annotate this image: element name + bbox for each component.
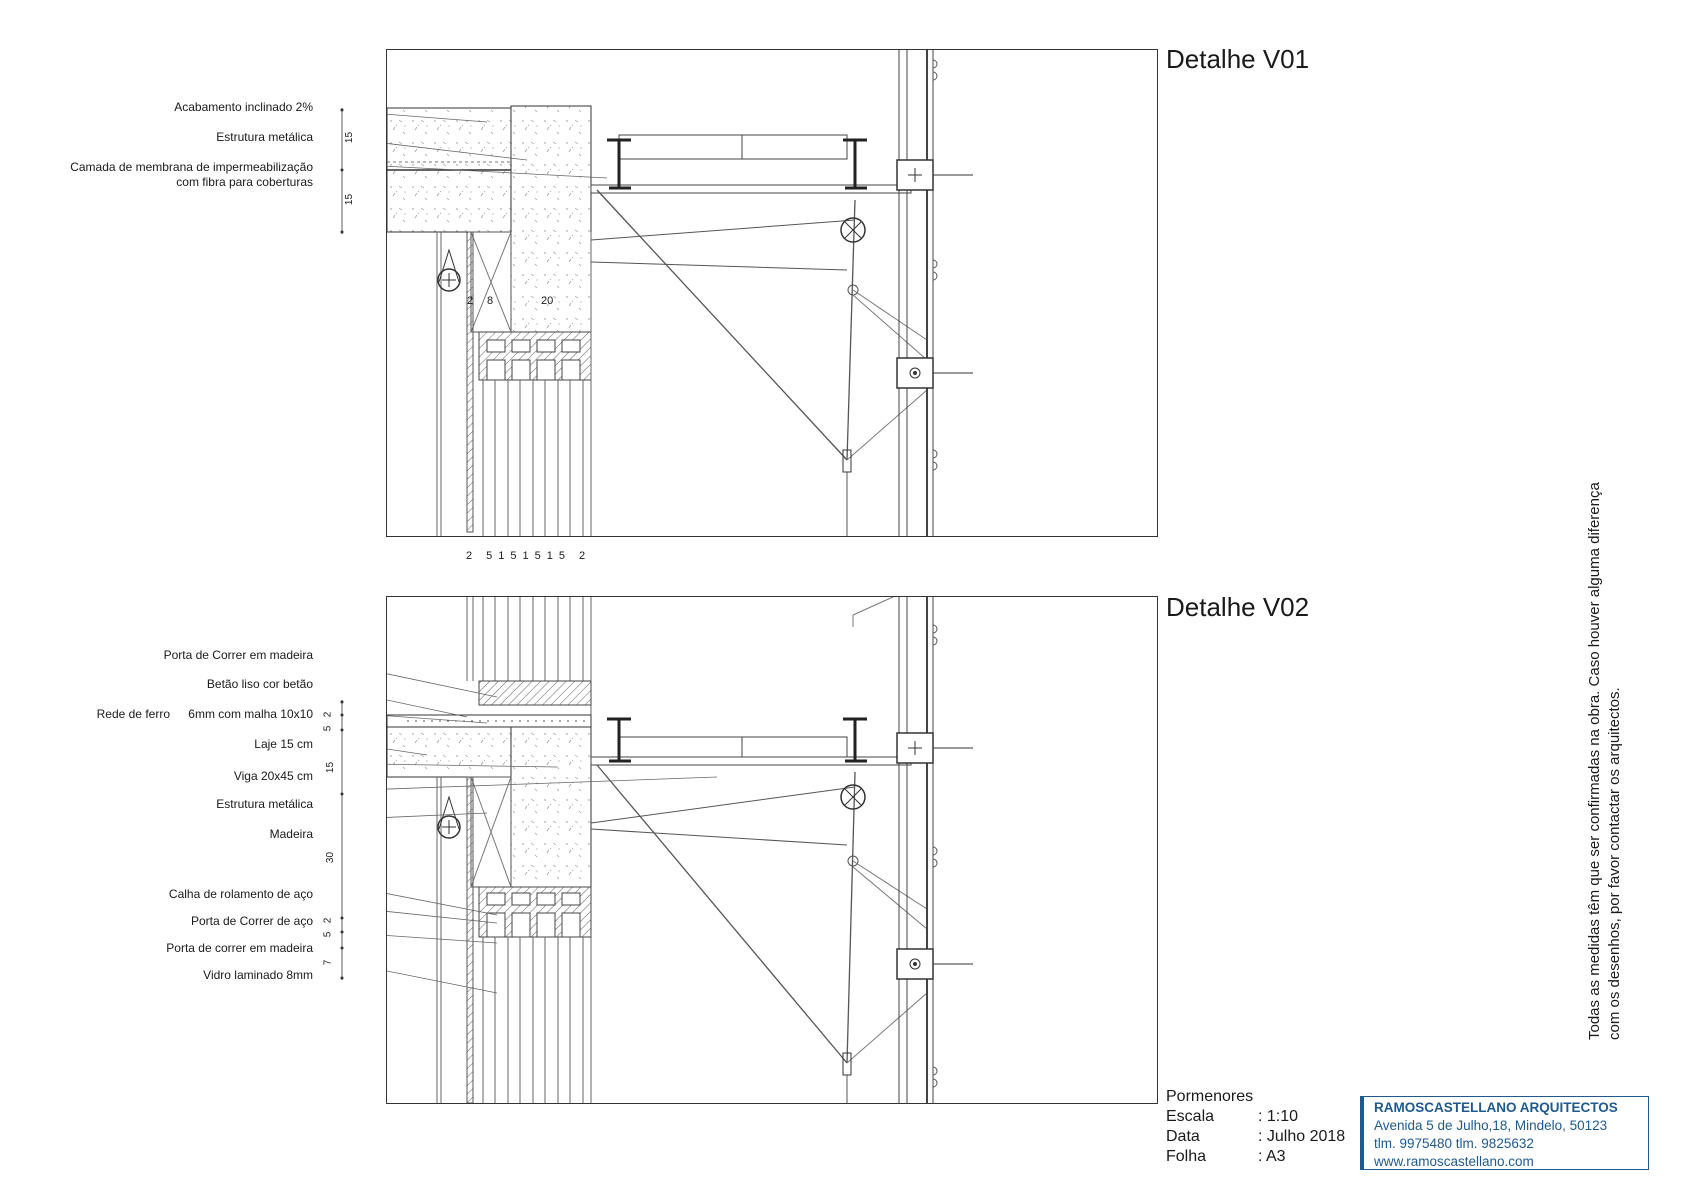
title-block-value-escala: : 1:10 [1258, 1108, 1299, 1125]
firm-name: RAMOSCASTELLANO ARQUITECTOS [1374, 1100, 1618, 1115]
v02-vertical-dim-line [340, 700, 344, 980]
v02-dim-5b: 5 [322, 931, 334, 938]
bottom-dim: 5 [534, 550, 541, 562]
v01-bottom-dims: 2 5 1 5 1 5 1 5 2 [466, 550, 585, 562]
label-membrana-line2: com fibra para coberturas [176, 175, 313, 189]
bottom-dim: 2 [466, 550, 473, 562]
v01-vertical-dim-line [340, 108, 344, 234]
bottom-dim: 5 [510, 550, 517, 562]
bottom-dim: 5 [486, 550, 493, 562]
label-rede-de-ferro: Rede de ferro [96, 707, 170, 721]
bottom-dim: 1 [546, 550, 553, 562]
bottom-dim: 5 [558, 550, 565, 562]
v01-dim-8: 8 [487, 295, 494, 307]
bottom-dim: 1 [522, 550, 529, 562]
label-porta-correr-madeira-2: Porta de correr em madeira [166, 941, 313, 955]
label-madeira: Madeira [269, 827, 313, 841]
firm-phones: tlm. 9975480 tlm. 9825632 [1374, 1136, 1534, 1151]
detail-v01-svg [387, 50, 973, 536]
label-acabamento: Acabamento inclinado 2% [174, 100, 313, 114]
label-vidro-laminado: Vidro laminado 8mm [203, 968, 313, 982]
detail-v02-drawing [386, 596, 1158, 1104]
bottom-dim: 2 [579, 550, 586, 562]
title-block-key-escala: Escala [1166, 1108, 1215, 1125]
label-estrutura-metalica-2: Estrutura metálica [216, 797, 313, 811]
v02-dim-7: 7 [322, 959, 334, 966]
detail-v02-svg [387, 597, 973, 1103]
label-estrutura-metalica: Estrutura metálica [216, 130, 313, 144]
title-block-heading: Pormenores [1166, 1088, 1254, 1105]
title-block-key-folha: Folha [1166, 1148, 1207, 1165]
v01-dim-2: 2 [467, 295, 474, 307]
label-membrana-line1: Camada de membrana de impermeabilização [70, 160, 313, 174]
v02-dim-30: 30 [325, 851, 337, 864]
firm-stamp: RAMOSCASTELLANO ARQUITECTOS Avenida 5 de… [1360, 1096, 1649, 1170]
label-calha-rolamento: Calha de rolamento de aço [168, 887, 313, 901]
detail-v01-title: Detalhe V01 [1166, 44, 1310, 74]
label-porta-correr-aco: Porta de Correr de aço [190, 914, 313, 928]
label-viga: Viga 20x45 cm [233, 769, 313, 783]
v01-dim-20: 20 [541, 295, 554, 307]
title-block-value-data: : Julho 2018 [1258, 1128, 1346, 1145]
title-block-value-folha: : A3 [1258, 1148, 1286, 1165]
label-rede-de-ferro-spec: 6mm com malha 10x10 [188, 707, 313, 721]
v02-dim-2b: 2 [322, 917, 334, 924]
detail-v01-drawing [386, 49, 1158, 537]
label-laje: Laje 15 cm [254, 737, 313, 751]
v02-dim-2a: 2 [322, 711, 334, 718]
v02-dim-5a: 5 [322, 725, 334, 732]
firm-website: www.ramoscastellano.com [1374, 1154, 1534, 1169]
label-betao-liso: Betão liso cor betão [206, 677, 313, 691]
v02-dim-15: 15 [325, 761, 337, 774]
firm-address: Avenida 5 de Julho,18, Mindelo, 50123 [1374, 1118, 1608, 1133]
side-note-text: Todas as medidas têm que ser confirmadas… [1586, 482, 1623, 1040]
bottom-dim: 1 [498, 550, 505, 562]
label-porta-correr-madeira: Porta de Correr em madeira [163, 648, 313, 662]
title-block-key-data: Data [1166, 1128, 1200, 1145]
detail-v02-title: Detalhe V02 [1166, 592, 1310, 622]
